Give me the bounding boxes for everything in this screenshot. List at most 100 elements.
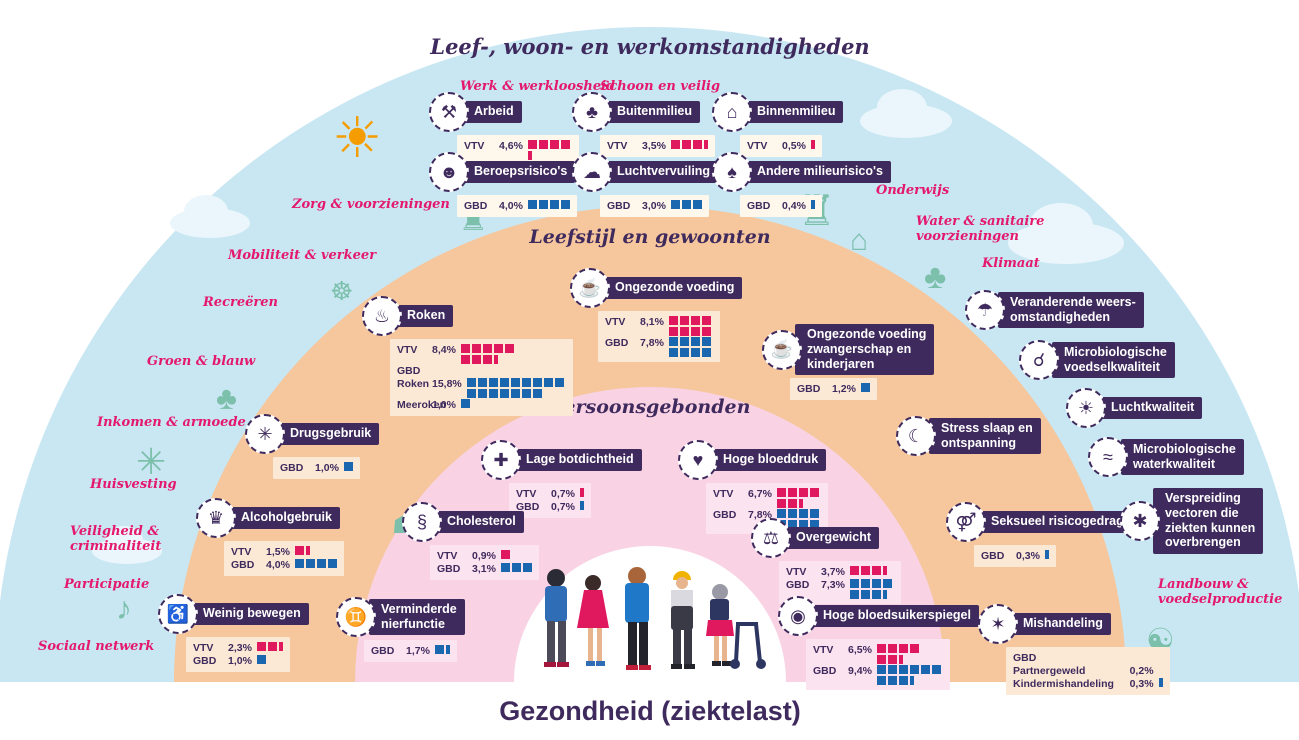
metric-label: GBD <box>813 665 837 677</box>
value-squares <box>527 200 570 209</box>
hoge-bloedsuikerspiegel-row-vtv: VTV 6,5% <box>813 644 943 664</box>
metric-value: 1,0% <box>315 462 339 474</box>
microbiologische-voedselkwaliteit-label: Microbiologische voedselkwaliteit <box>1052 341 1175 379</box>
mishandeling-row-gbd: GBD <box>1013 652 1163 664</box>
metric-label: Kindermishandeling <box>1013 678 1114 690</box>
metric-label: VTV <box>786 566 807 578</box>
metric-label: GBD <box>437 563 461 575</box>
metric-value: 15,8% <box>432 378 462 390</box>
context-label-recreeren: Recreëren <box>203 295 278 310</box>
metric-label: VTV <box>813 644 834 656</box>
metric-value: 2,3% <box>228 642 252 654</box>
veranderende-weersomstandigheden-label: Veranderende weers- omstandigheden <box>998 291 1144 329</box>
metric-value: 6,5% <box>848 644 872 656</box>
value-squares <box>668 316 713 336</box>
metric-value: 6,7% <box>748 488 772 500</box>
roken-label: Roken <box>395 305 454 327</box>
water-waves-icon: ≈ <box>1088 437 1128 477</box>
weinig-bewegen-label: Weinig bewegen <box>191 603 309 625</box>
metric-value: 0,9% <box>472 550 496 562</box>
badge-stress-slaap-ontspanning: ☾Stress slaap en ontspanning <box>896 416 1041 456</box>
metric-value: 0,4% <box>782 200 806 212</box>
guitar-icon: ♪ <box>116 590 132 626</box>
drugsgebruik-values-panel: GBD 1,0% <box>273 457 360 479</box>
cloud-shape <box>92 526 162 564</box>
metric-label: GBD <box>516 501 540 513</box>
context-label-werk-werkloosheid: Werk & werkloosheid <box>460 79 616 94</box>
metric-value: 7,8% <box>640 337 664 349</box>
metric-value: 1,0% <box>228 655 252 667</box>
context-label-veiligheid-criminaliteit: Veiligheid & criminaliteit <box>70 524 162 554</box>
context-label-huisvesting: Huisvesting <box>90 477 177 492</box>
metric-label: GBD <box>193 655 217 667</box>
verspreiding-vectoren-label: Verspreiding vectoren die ziekten kunnen… <box>1153 488 1264 554</box>
tree-environment-icon: ♣ <box>572 92 612 132</box>
binnenmilieu-label: Binnenmilieu <box>745 101 844 123</box>
blood-pressure-icon: ♥ <box>678 440 718 480</box>
value-squares <box>668 337 713 357</box>
metric-value: 0,5% <box>782 140 806 152</box>
mosquito-icon: ✱ <box>1120 501 1160 541</box>
hoge-bloedsuikerspiegel-row-gbd: GBD 9,4% <box>813 665 943 685</box>
metric-label: VTV <box>516 488 537 500</box>
mishandeling-label: Mishandeling <box>1011 613 1111 635</box>
cannabis-leaf-icon: ✳ <box>245 414 285 454</box>
metric-value: 0,3% <box>1016 550 1040 562</box>
value-squares <box>434 645 450 654</box>
metric-label: GBD <box>280 462 304 474</box>
metric-label: GBD <box>713 509 737 521</box>
value-squares <box>579 501 584 510</box>
context-label-groen-blauw: Groen & blauw <box>147 354 256 369</box>
unhealthy-food-icon: ☕ <box>570 268 610 308</box>
hoge-bloeddruk-label: Hoge bloeddruk <box>711 449 827 471</box>
metric-label: GBD <box>464 200 488 212</box>
overgewicht-row-vtv: VTV 3,7% <box>786 566 894 578</box>
metric-value: 4,6% <box>499 140 523 152</box>
metric-value: 3,7% <box>821 566 845 578</box>
context-label-zorg-voorzieningen: Zorg & voorzieningen <box>292 197 450 212</box>
roken-row-gbd: GBD <box>397 365 566 377</box>
alcoholgebruik-label: Alcoholgebruik <box>229 507 340 529</box>
metric-label: GBD <box>981 550 1005 562</box>
cholesterol-row-gbd: GBD 3,1% <box>437 563 532 575</box>
metric-label: GBD <box>1013 652 1037 664</box>
metric-value: 1,2% <box>832 383 856 396</box>
metric-value: 3,0% <box>642 200 666 212</box>
context-label-landbouw-voedselproductie: Landbouw & voedselproductie <box>1158 577 1283 607</box>
metric-value: 0,7% <box>551 488 575 500</box>
lage-botdichtheid-row-vtv: VTV 0,7% <box>516 488 584 500</box>
metric-value: 3,1% <box>472 563 496 575</box>
luchtkwaliteit-label: Luchtkwaliteit <box>1099 397 1203 419</box>
context-label-mobiliteit-verkeer: Mobiliteit & verkeer <box>228 248 377 263</box>
metric-value: 9,4% <box>848 665 872 677</box>
fist-burst-icon: ✶ <box>978 604 1018 644</box>
badge-veranderende-weersomstandigheden: ☂Veranderende weers- omstandigheden <box>965 290 1144 330</box>
value-squares <box>810 140 815 149</box>
